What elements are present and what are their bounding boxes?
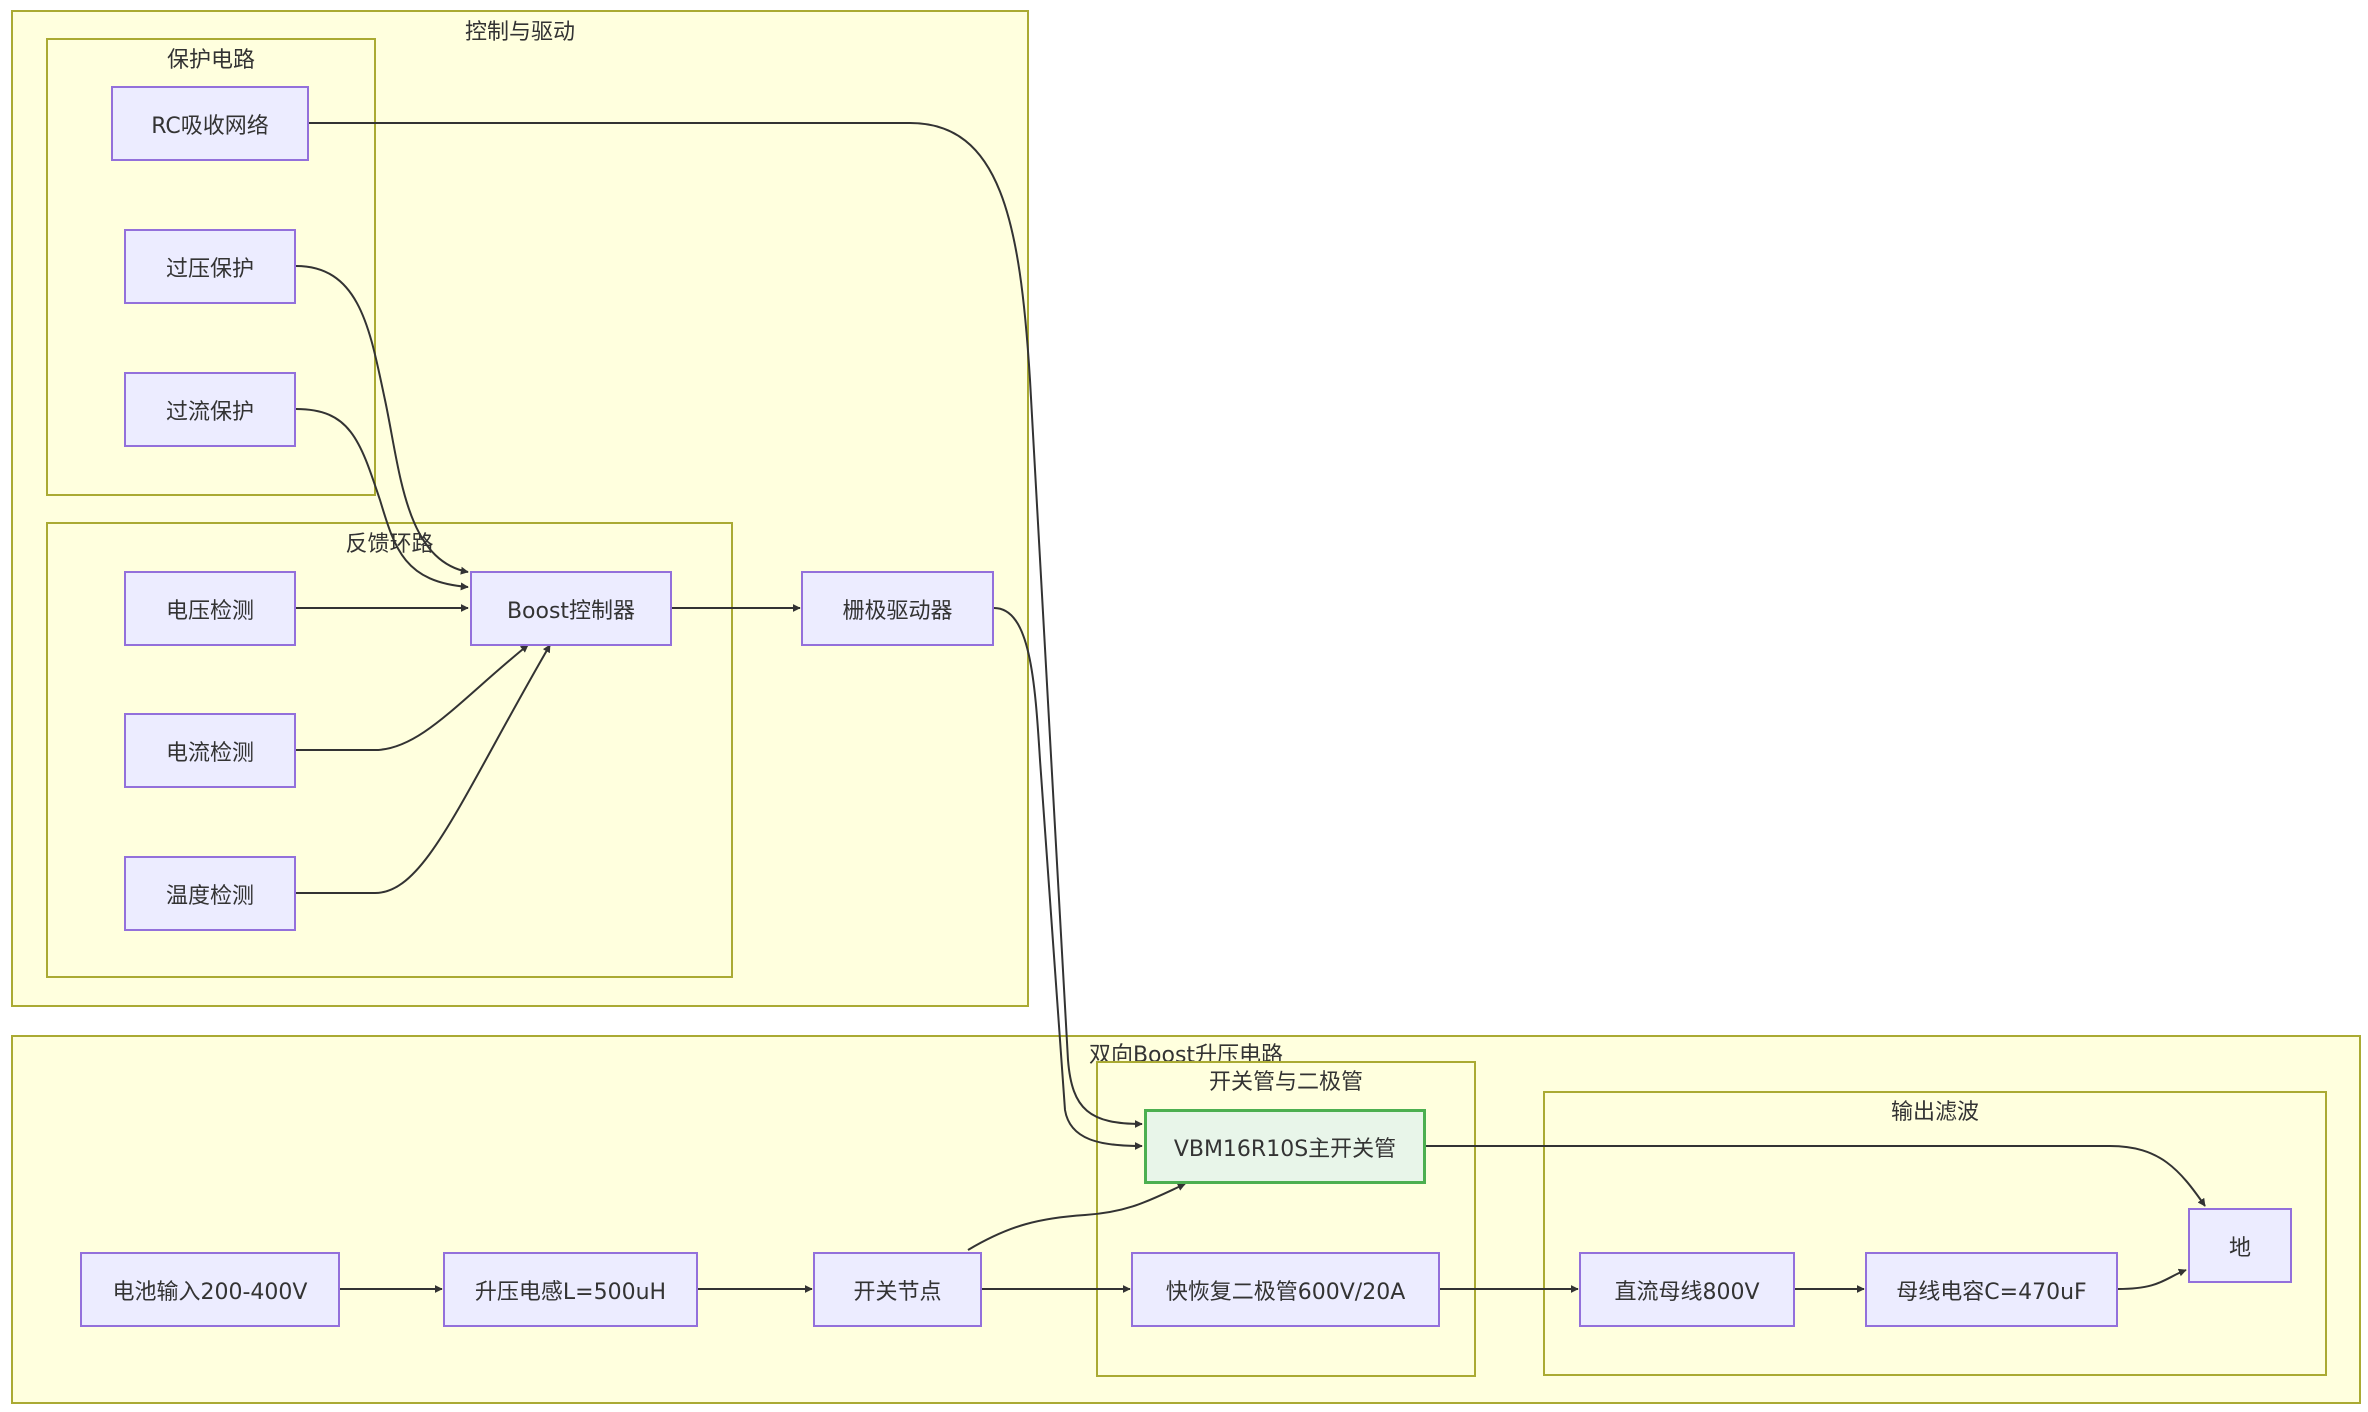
node-boost-inductor[interactable]: 升压电感L=500uH xyxy=(443,1252,698,1327)
node-dc-bus[interactable]: 直流母线800V xyxy=(1579,1252,1795,1327)
node-voltage-sense[interactable]: 电压检测 xyxy=(124,571,296,646)
node-boost-controller[interactable]: Boost控制器 xyxy=(470,571,672,646)
cluster-title-output-filter: 输出滤波 xyxy=(1890,1100,1979,1125)
cluster-title-feedback: 反馈环路 xyxy=(345,532,434,557)
cluster-title-switch-diode: 开关管与二极管 xyxy=(1208,1070,1363,1095)
node-bus-capacitor[interactable]: 母线电容C=470uF xyxy=(1865,1252,2118,1327)
node-current-sense[interactable]: 电流检测 xyxy=(124,713,296,788)
node-main-mosfet[interactable]: VBM16R10S主开关管 xyxy=(1144,1109,1426,1184)
node-temperature-sense[interactable]: 温度检测 xyxy=(124,856,296,931)
cluster-title-control-drive: 控制与驱动 xyxy=(464,20,575,45)
node-switch-node[interactable]: 开关节点 xyxy=(813,1252,982,1327)
node-fast-recovery-diode[interactable]: 快恢复二极管600V/20A xyxy=(1131,1252,1440,1327)
cluster-title-protection: 保护电路 xyxy=(166,48,255,73)
node-ground[interactable]: 地 xyxy=(2188,1208,2292,1283)
node-rc-snubber[interactable]: RC吸收网络 xyxy=(111,86,309,161)
node-gate-driver[interactable]: 栅极驱动器 xyxy=(801,571,994,646)
node-overcurrent-protection[interactable]: 过流保护 xyxy=(124,372,296,447)
node-overvoltage-protection[interactable]: 过压保护 xyxy=(124,229,296,304)
node-battery-input[interactable]: 电池输入200-400V xyxy=(80,1252,340,1327)
